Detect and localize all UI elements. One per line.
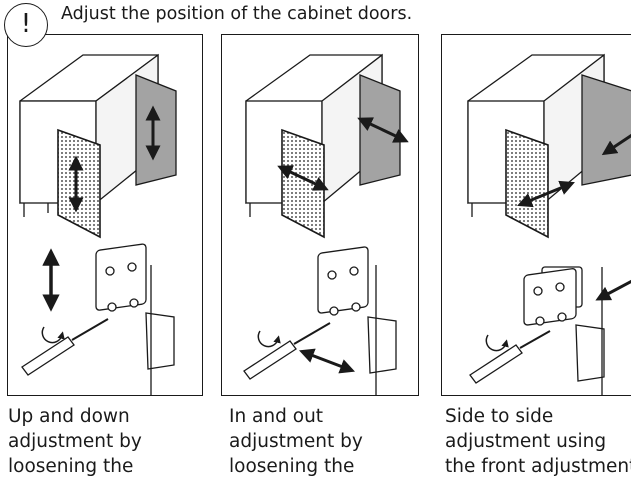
caption-in-out: In and out adjustment by loosening the <box>229 404 363 479</box>
caption-side-to-side: Side to side adjustment using the front … <box>445 404 631 479</box>
screwdriver-icon <box>21 318 109 376</box>
caption-line: adjustment by <box>8 431 142 452</box>
diagonal-arrow-icon <box>357 117 409 143</box>
caption-line: Up and down <box>8 406 130 427</box>
cabinet-icon <box>19 53 177 239</box>
caption-up-down: Up and down adjustment by loosening the <box>8 404 142 479</box>
rotation-arrow-icon <box>485 334 509 352</box>
hinge-icon <box>523 266 605 395</box>
diagonal-arrow-icon <box>277 165 329 191</box>
panel-up-down <box>7 34 203 396</box>
caption-line: adjustment by <box>229 431 363 452</box>
rotation-arrow-icon <box>257 330 281 348</box>
screwdriver-icon <box>469 330 551 384</box>
notice-icon: ! <box>4 3 48 47</box>
screwdriver-icon <box>243 322 331 380</box>
rotation-arrow-icon <box>41 326 65 344</box>
instruction-text: Adjust the position of the cabinet doors… <box>61 4 413 24</box>
cabinet-icon <box>467 53 631 239</box>
caption-line: loosening the <box>8 456 134 477</box>
hinge-icon <box>95 243 175 395</box>
panel-side-to-side <box>441 34 631 396</box>
side-arrow-icon <box>595 279 631 301</box>
caption-line: In and out <box>229 406 324 427</box>
caption-line: adjustment using <box>445 431 607 452</box>
cabinet-icon <box>245 53 401 239</box>
caption-line: Side to side <box>445 406 554 427</box>
diagonal-arrow-icon <box>298 348 356 374</box>
hinge-icon <box>317 246 397 395</box>
caption-line: loosening the <box>229 456 355 477</box>
caption-line: the front adjustment <box>445 456 631 477</box>
panel-in-out <box>221 34 419 396</box>
side-arrow-icon <box>601 133 631 156</box>
side-arrow-icon <box>517 180 575 208</box>
